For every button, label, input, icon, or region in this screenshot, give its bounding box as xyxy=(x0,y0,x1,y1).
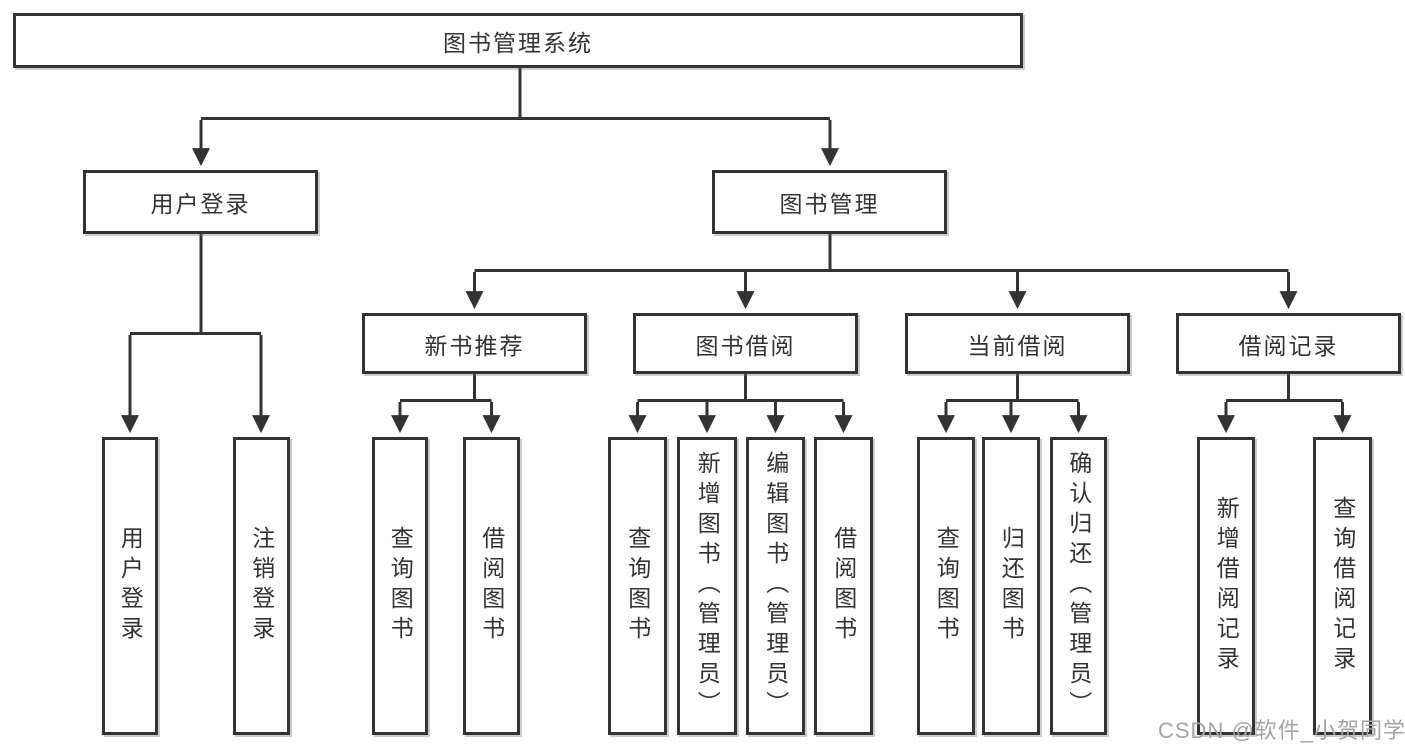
node-leaf-borrow-book: 借阅图书 xyxy=(814,437,873,735)
edge-current-borrow-to-leaves xyxy=(937,374,1088,434)
node-current-borrow: 当前借阅 xyxy=(905,313,1130,374)
node-book-management: 图书管理 xyxy=(712,170,947,234)
node-leaf-confirm-return-admin: 确认归还（管理员） xyxy=(1050,437,1107,735)
node-leaf-add-book-admin: 新增图书（管理员） xyxy=(677,437,737,735)
node-user-login: 用户登录 xyxy=(83,170,318,234)
edge-borrow-records-to-leaves xyxy=(1217,374,1352,434)
leaf-label: 归还图书 xyxy=(998,526,1025,646)
node-leaf-query-book-borrow: 查询图书 xyxy=(608,437,667,735)
edge-book-management-to-level3 xyxy=(465,234,1298,310)
node-leaf-query-book-recommend: 查询图书 xyxy=(372,437,428,735)
leaf-label: 借阅图书 xyxy=(830,526,857,646)
node-leaf-return-book: 归还图书 xyxy=(982,437,1040,735)
edge-root-to-level2 xyxy=(192,68,839,167)
node-leaf-borrow-book-recommend: 借阅图书 xyxy=(463,437,520,735)
leaf-label: 确认归还（管理员） xyxy=(1065,451,1092,721)
node-book-borrow: 图书借阅 xyxy=(633,313,858,374)
edge-book-borrow-to-leaves xyxy=(628,374,853,434)
leaf-label: 借阅图书 xyxy=(478,526,505,646)
node-leaf-logout: 注销登录 xyxy=(233,437,290,735)
edge-new-book-to-leaves xyxy=(391,374,501,434)
edge-user-login-to-leaves xyxy=(121,234,270,434)
leaf-label: 注销登录 xyxy=(248,526,275,646)
node-leaf-query-book-current: 查询图书 xyxy=(917,437,975,735)
leaf-label: 编辑图书（管理员） xyxy=(762,451,789,721)
node-borrow-records: 借阅记录 xyxy=(1176,313,1401,374)
leaf-label: 新增借阅记录 xyxy=(1213,496,1240,676)
node-new-book-recommend: 新书推荐 xyxy=(362,313,587,374)
node-leaf-add-borrow-record: 新增借阅记录 xyxy=(1197,437,1255,735)
leaf-label: 查询图书 xyxy=(933,526,960,646)
node-leaf-user-login: 用户登录 xyxy=(102,437,158,735)
leaf-label: 查询图书 xyxy=(387,526,414,646)
node-leaf-edit-book-admin: 编辑图书（管理员） xyxy=(746,437,805,735)
node-root: 图书管理系统 xyxy=(13,13,1023,68)
leaf-label: 新增图书（管理员） xyxy=(694,451,721,721)
leaf-label: 查询借阅记录 xyxy=(1329,496,1356,676)
node-leaf-query-borrow-record: 查询借阅记录 xyxy=(1313,437,1372,735)
csdn-watermark: CSDN @软件_小贺同学 xyxy=(1158,718,1405,743)
leaf-label: 查询图书 xyxy=(624,526,651,646)
leaf-label: 用户登录 xyxy=(117,526,144,646)
